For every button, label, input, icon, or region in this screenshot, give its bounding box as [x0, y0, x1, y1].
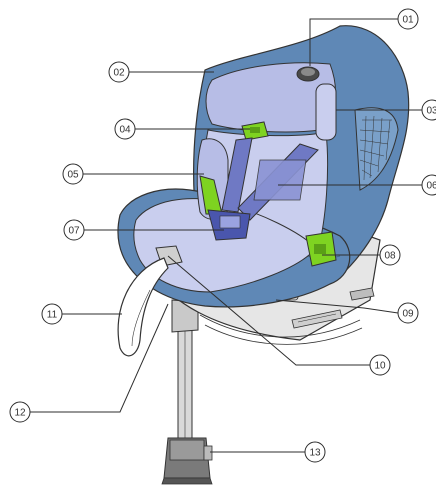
callout-02: 02 — [109, 62, 129, 82]
callout-05-label: 05 — [67, 170, 79, 181]
callout-13-label: 13 — [309, 448, 321, 459]
callout-04: 04 — [115, 119, 135, 139]
callout-10-label: 10 — [374, 361, 386, 372]
callout-13: 13 — [305, 442, 325, 462]
callout-08: 08 — [380, 245, 400, 265]
isofix-connector — [306, 232, 336, 266]
buckle — [208, 210, 250, 240]
callout-03: 03 — [422, 100, 436, 120]
callout-02-label: 02 — [113, 68, 125, 79]
shoulder-guide-pad — [316, 84, 336, 140]
callout-07-label: 07 — [68, 226, 80, 237]
callout-08-label: 08 — [384, 251, 396, 262]
headrest-adjust-knob — [297, 67, 319, 81]
callout-12: 12 — [10, 402, 30, 422]
leg-foot — [162, 438, 212, 484]
callout-12-label: 12 — [14, 408, 26, 419]
callout-11: 11 — [42, 304, 62, 324]
support-leg — [172, 300, 198, 440]
callout-09-label: 09 — [402, 309, 414, 320]
callout-07: 07 — [64, 220, 84, 240]
callout-01-label: 01 — [402, 15, 414, 26]
callout-01: 01 — [398, 9, 418, 29]
callout-06-label: 06 — [426, 181, 436, 192]
callout-05: 05 — [63, 164, 83, 184]
callout-11-label: 11 — [47, 310, 58, 321]
callout-06: 06 — [422, 175, 436, 195]
callout-10: 10 — [370, 355, 390, 375]
callout-09: 09 — [398, 303, 418, 323]
callout-03-label: 03 — [426, 106, 436, 117]
adjuster-strap — [118, 258, 168, 356]
callout-04-label: 04 — [119, 125, 131, 136]
